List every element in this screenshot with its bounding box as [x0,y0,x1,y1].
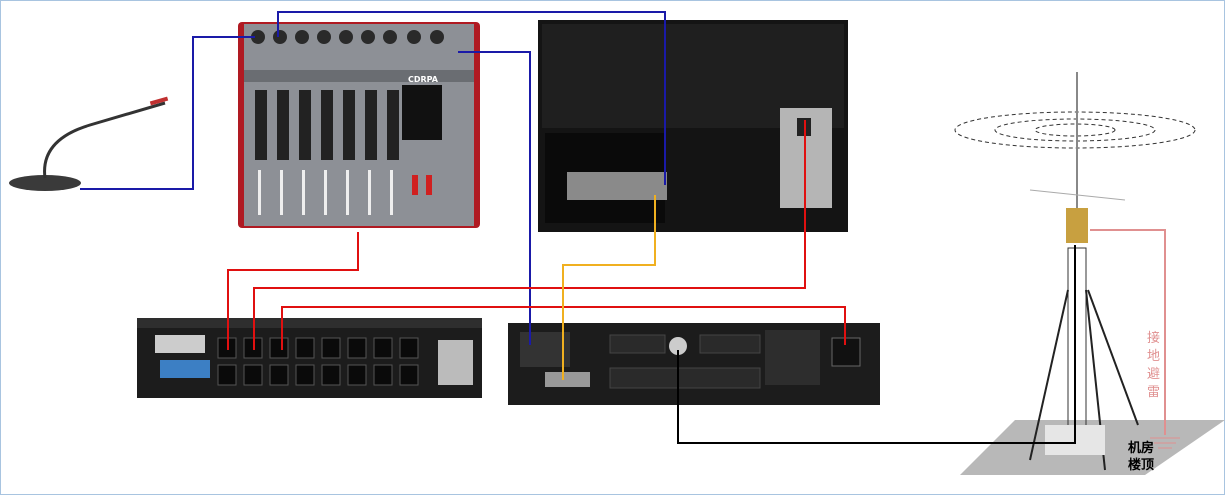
mixer-brand: CDRPA [408,75,439,84]
broadcast-transmitter [508,323,880,405]
ground-char: 接 [1147,330,1160,346]
audio-mixer: CDRPA [238,22,480,228]
mixer-to-pc-cable [277,11,666,185]
roof-label-2: 楼顶 [1128,457,1154,473]
mixer-to-transmitter-cable [458,51,531,345]
roof-label-1: 机房 [1128,440,1154,456]
pc-control-cable [562,195,656,380]
mixer-power-cable [227,232,359,350]
ground-char: 地 [1147,349,1160,364]
pc-power-cable [253,120,806,350]
gooseneck-microphone [9,96,169,191]
computer-chassis [538,20,848,232]
ground-char: 避 [1147,367,1160,382]
cables [80,11,1180,449]
ground-cable [1090,229,1166,435]
power-sequencer [137,318,482,398]
rf-feed-cable [677,245,1076,444]
ground-char: 雷 [1147,385,1160,400]
ground-label: 接 地 避 雷 [1147,330,1160,400]
mic-audio-cable [80,36,255,190]
antenna-mast [954,72,1225,475]
